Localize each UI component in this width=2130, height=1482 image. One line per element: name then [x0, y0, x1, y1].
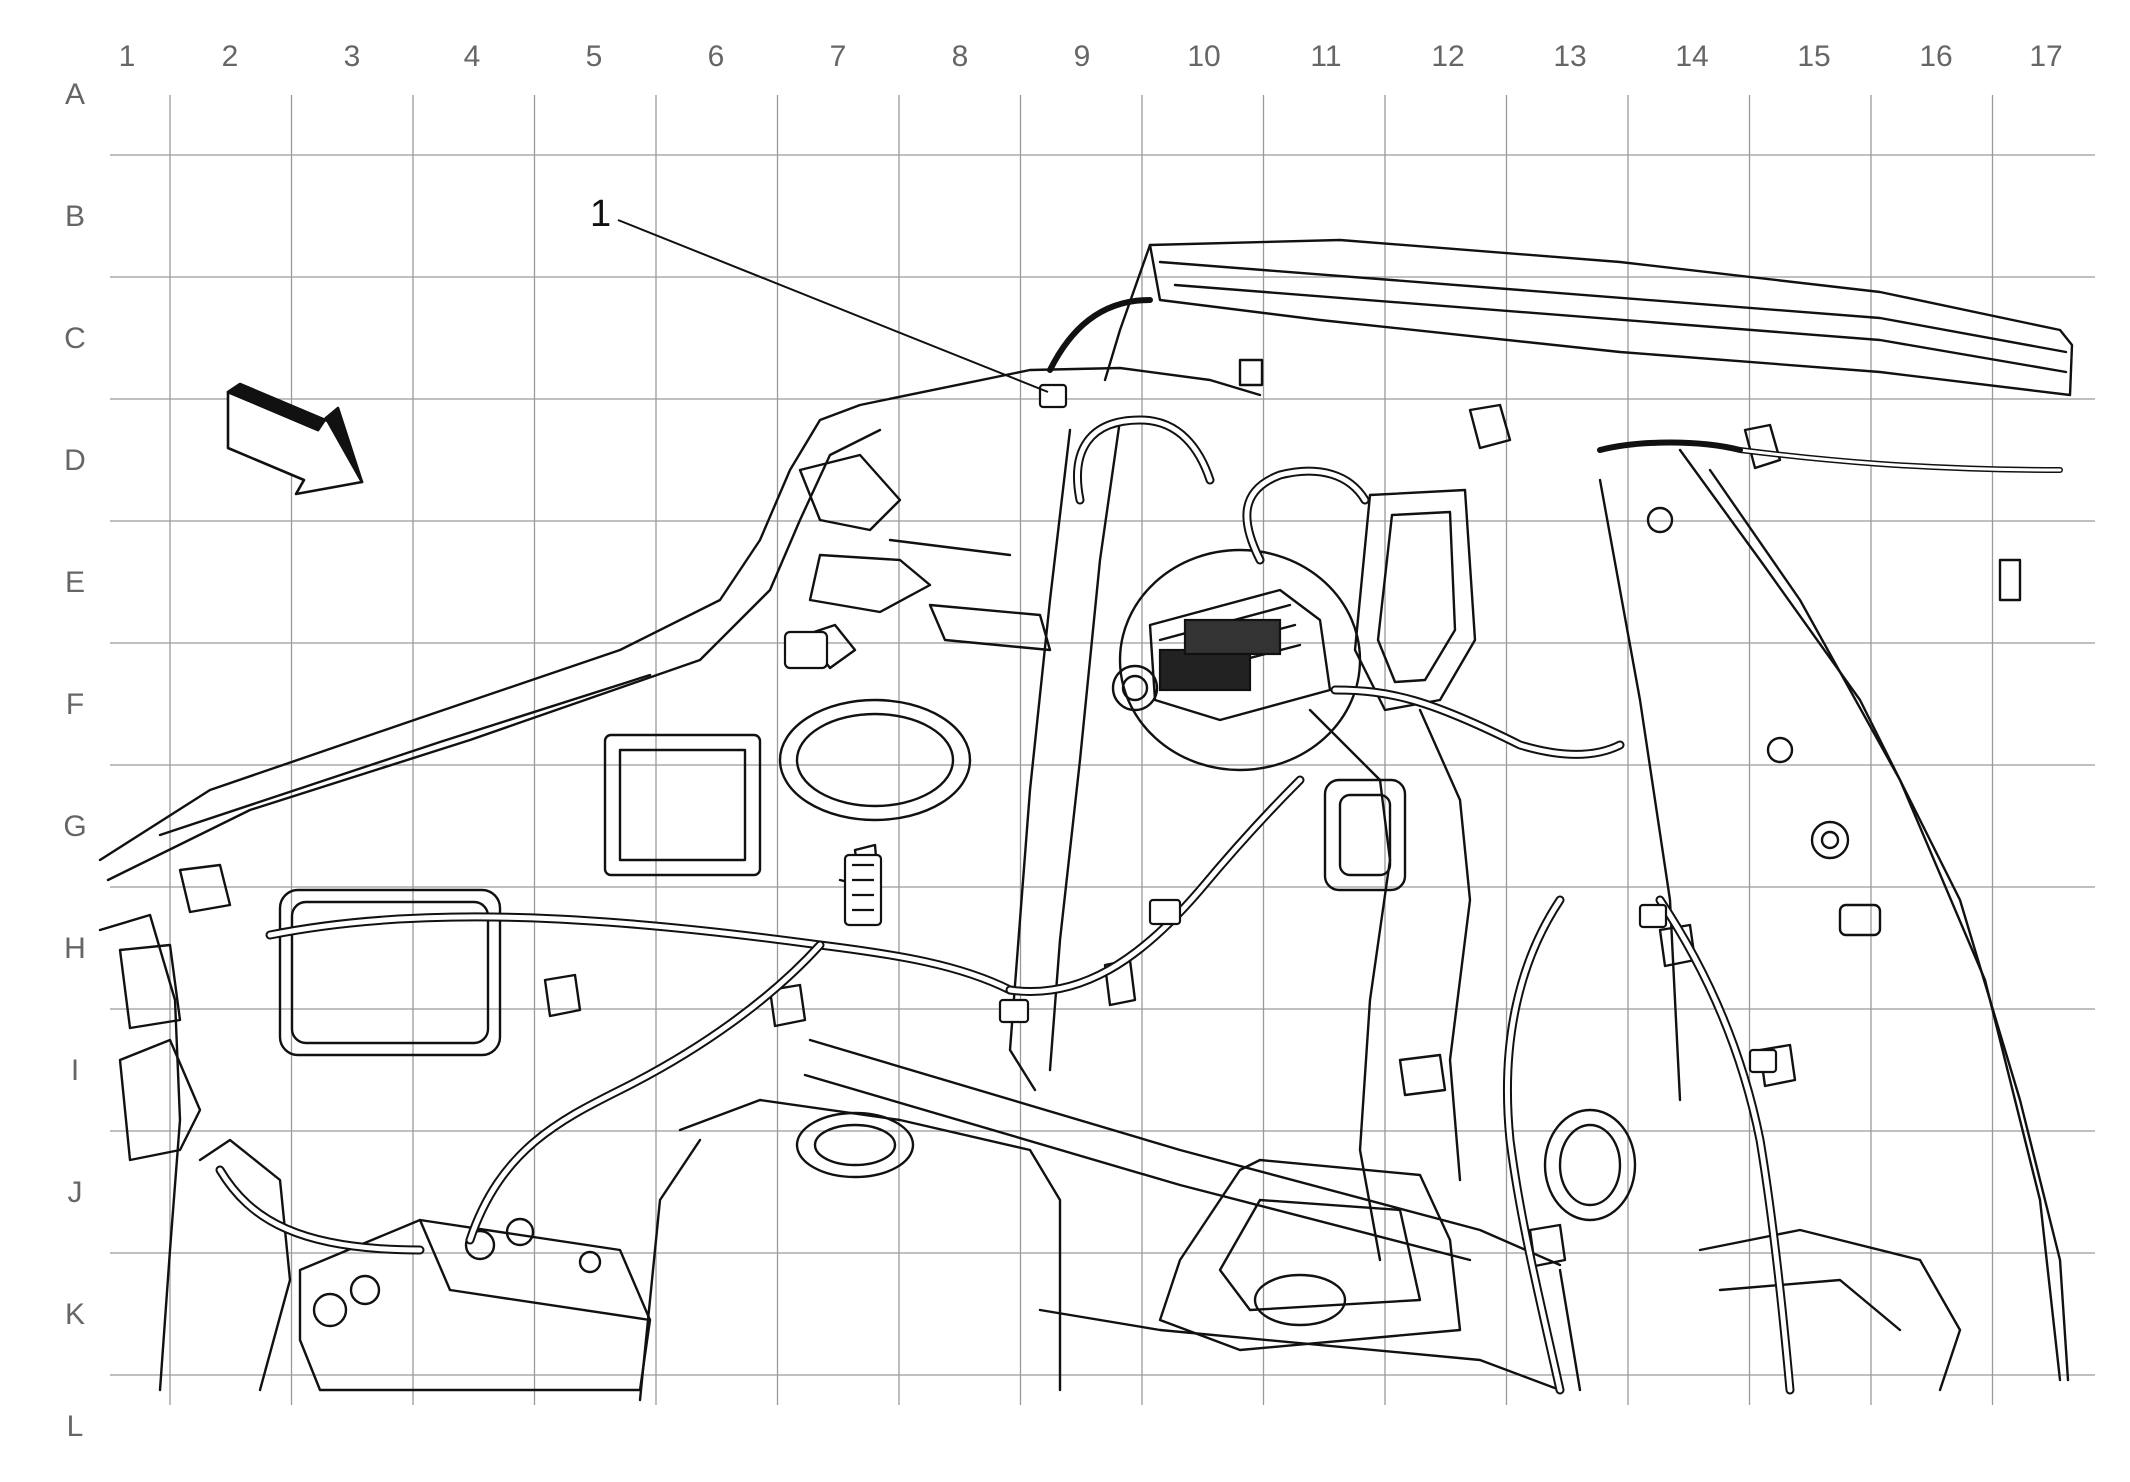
callout-1-label: 1	[590, 193, 611, 235]
grid-row-label: H	[64, 932, 86, 965]
front-direction-arrow-icon	[226, 382, 364, 496]
grid-column-label: 8	[952, 40, 969, 73]
grid-row-label: C	[64, 322, 86, 355]
grid-row-label: I	[71, 1054, 79, 1087]
callout-1: 1	[590, 193, 1049, 393]
reference-grid	[110, 95, 2095, 1405]
grid-column-label: 12	[1431, 40, 1464, 73]
grid-column-label: 13	[1553, 40, 1586, 73]
grid-column-label: 3	[344, 40, 361, 73]
grid-row-label: D	[64, 444, 86, 477]
grid-column-label: 7	[830, 40, 847, 73]
grid-row-label: E	[65, 566, 85, 599]
connector-block	[1148, 588, 1332, 722]
wiring-harness	[215, 297, 2063, 1395]
grid-row-label: G	[63, 810, 86, 843]
upper-rail	[1148, 238, 2074, 397]
grid-column-label: 9	[1074, 40, 1091, 73]
grid-row-label: L	[67, 1410, 84, 1443]
battery	[298, 1218, 652, 1392]
connector-h7	[843, 853, 883, 927]
grid-column-label: 1	[119, 40, 136, 73]
callout-1-leader	[617, 219, 1049, 393]
connector-d9-target	[1038, 383, 1068, 409]
vehicle-body-drawing	[98, 238, 2074, 1402]
grid-column-label: 6	[708, 40, 725, 73]
grid-column-label: 4	[464, 40, 481, 73]
grid-column-label: 15	[1797, 40, 1830, 73]
grid-column-label: 11	[1310, 40, 1341, 73]
harness-connectors	[783, 383, 1778, 1074]
grid-column-label: 10	[1187, 40, 1220, 73]
grid-column-label: 5	[586, 40, 603, 73]
left-quarter-panel	[98, 366, 1262, 862]
grid-row-label: K	[65, 1298, 85, 1331]
grid-column-label: 16	[1919, 40, 1952, 73]
grid-row-labels: A B C D E F G H I J K L	[63, 78, 86, 1443]
grid-column-label: 17	[2029, 40, 2062, 73]
grid-column-label: 14	[1675, 40, 1708, 73]
connector-f10	[1158, 648, 1252, 692]
grid-row-label: F	[66, 688, 84, 721]
grid-row-label: J	[68, 1176, 83, 1209]
grid-row-label: A	[65, 78, 85, 111]
connector-f6	[783, 630, 829, 670]
grid-row-label: B	[65, 200, 85, 233]
grid-column-label: 2	[222, 40, 239, 73]
